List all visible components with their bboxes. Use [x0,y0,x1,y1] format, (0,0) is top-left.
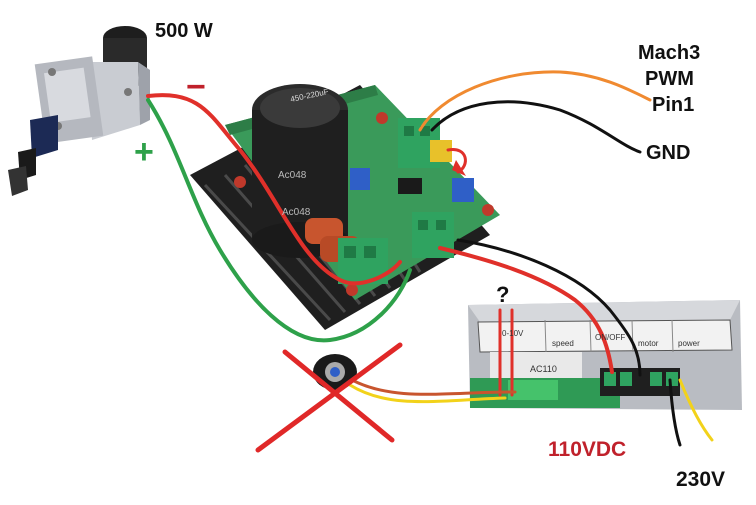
pin1-label: Pin1 [652,94,695,116]
power-rating-label: 500 W [155,20,213,42]
gnd-label: GND [646,142,691,164]
minus-label: − [186,68,206,106]
psu-text-4: motor [638,339,659,348]
power-supply-icon [468,300,742,410]
psu-text-5: power [678,339,700,348]
psu-text-3: ON/OFF [595,333,625,342]
spindle-motor-icon [8,26,150,196]
wires [146,70,714,447]
capacitor-text-2: Ac048 [282,207,311,218]
vdc-label: 110VDC [548,438,627,461]
question-label: ? [496,282,510,307]
psu-text-6: AC110 [530,364,557,374]
capacitor-text-1: Ac048 [278,170,307,181]
cross-out-icon [255,342,403,453]
pwm-label: PWM [645,68,694,90]
psu-text-1: 0-10V [502,329,524,338]
psu-text-2: speed [552,339,574,348]
plus-label: + [134,133,154,171]
vac-label: 230V [676,468,726,491]
mach3-label: Mach3 [638,42,701,64]
driver-board-icon [190,84,500,330]
